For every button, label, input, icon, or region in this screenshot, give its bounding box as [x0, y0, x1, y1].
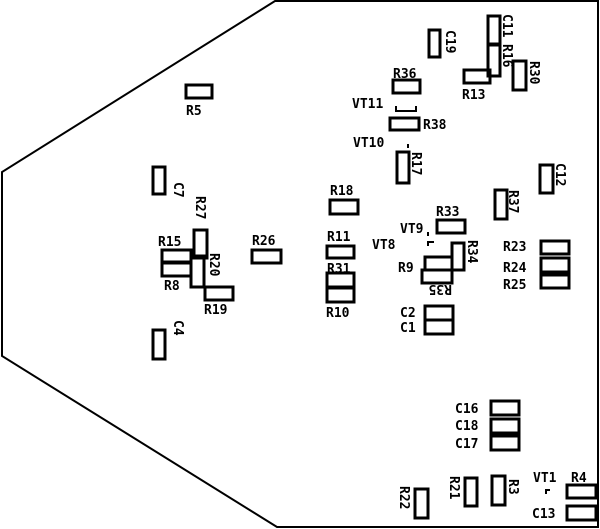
label-r27: R27 [192, 196, 207, 219]
label-r15: R15 [158, 235, 181, 250]
component-r20[interactable] [189, 254, 206, 289]
component-r10[interactable] [325, 286, 356, 304]
label-r17: R17 [408, 152, 423, 175]
component-r35[interactable] [420, 268, 454, 285]
label-c18: C18 [455, 419, 479, 434]
label-vt9: VT9 [400, 222, 423, 237]
component-r8[interactable] [160, 261, 193, 278]
component-r15[interactable] [160, 248, 193, 264]
label-r23: R23 [503, 240, 526, 255]
label-c13: C13 [532, 507, 555, 522]
component-c4[interactable] [151, 328, 167, 361]
component-c12[interactable] [538, 163, 555, 195]
label-c1: C1 [400, 321, 416, 336]
label-c4: C4 [170, 320, 185, 336]
component-c13[interactable] [565, 504, 598, 522]
component-r13[interactable] [462, 68, 492, 85]
label-c17: C17 [455, 437, 478, 452]
component-r9[interactable] [423, 255, 454, 272]
label-r8: R8 [164, 279, 180, 294]
label-r16: R16 [499, 44, 514, 68]
marker-vt1 [545, 489, 550, 494]
label-vt8: VT8 [372, 238, 396, 253]
label-c2: C2 [400, 306, 416, 321]
component-r19[interactable] [203, 285, 235, 302]
component-r37[interactable] [493, 188, 509, 221]
marker-vt8 [427, 241, 434, 246]
label-c11: C11 [499, 14, 514, 38]
component-c1[interactable] [423, 318, 455, 336]
label-r38: R38 [423, 118, 447, 133]
component-r3[interactable] [490, 474, 507, 507]
label-r13: R13 [462, 88, 485, 103]
label-r20: R20 [206, 253, 221, 277]
label-r5: R5 [186, 104, 202, 119]
component-r5[interactable] [184, 83, 214, 100]
label-r19: R19 [204, 303, 227, 318]
label-r30: R30 [526, 61, 541, 85]
label-r21: R21 [446, 476, 461, 500]
label-r11: R11 [327, 230, 351, 245]
component-r17[interactable] [395, 150, 411, 185]
label-r18: R18 [330, 184, 354, 199]
label-r3: R3 [505, 479, 520, 495]
component-r18[interactable] [328, 198, 360, 216]
component-r23[interactable] [539, 239, 571, 256]
label-vt11: VT11 [352, 97, 383, 112]
label-c16: C16 [455, 402, 479, 417]
component-c2[interactable] [423, 304, 455, 322]
component-r26[interactable] [250, 248, 283, 265]
label-r24: R24 [503, 261, 527, 276]
label-r34: R34 [464, 240, 479, 264]
label-r9: R9 [398, 261, 414, 276]
label-c12: C12 [552, 163, 567, 186]
label-r31: R31 [327, 262, 351, 277]
component-r16[interactable] [486, 43, 502, 78]
marker-vt11 [395, 106, 417, 112]
component-c11[interactable] [486, 14, 502, 46]
label-r26: R26 [252, 234, 276, 249]
component-r25[interactable] [539, 273, 571, 290]
component-r33[interactable] [435, 218, 467, 235]
label-r25: R25 [503, 278, 526, 293]
label-r4: R4 [571, 471, 587, 486]
label-c7: C7 [170, 182, 185, 198]
component-c16[interactable] [489, 399, 521, 417]
label-r10: R10 [326, 306, 350, 321]
label-vt10: VT10 [353, 136, 384, 151]
component-r21[interactable] [463, 476, 479, 508]
label-r35: R35 [429, 281, 452, 296]
component-r36[interactable] [391, 78, 422, 95]
component-c17[interactable] [489, 434, 521, 452]
label-r37: R37 [505, 190, 520, 213]
component-c18[interactable] [489, 417, 521, 435]
label-r36: R36 [393, 67, 417, 82]
label-c19: C19 [442, 30, 457, 53]
component-c19[interactable] [427, 28, 442, 59]
component-c7[interactable] [151, 165, 167, 196]
component-r4[interactable] [565, 483, 598, 500]
component-r11[interactable] [325, 244, 356, 260]
label-r22: R22 [396, 486, 411, 509]
label-r33: R33 [436, 205, 459, 220]
component-r27[interactable] [192, 228, 209, 260]
component-r38[interactable] [388, 116, 421, 132]
component-r22[interactable] [413, 487, 430, 520]
component-r34[interactable] [450, 241, 466, 272]
component-r24[interactable] [539, 256, 571, 274]
component-r30[interactable] [511, 59, 528, 92]
label-vt1: VT1 [533, 471, 557, 486]
